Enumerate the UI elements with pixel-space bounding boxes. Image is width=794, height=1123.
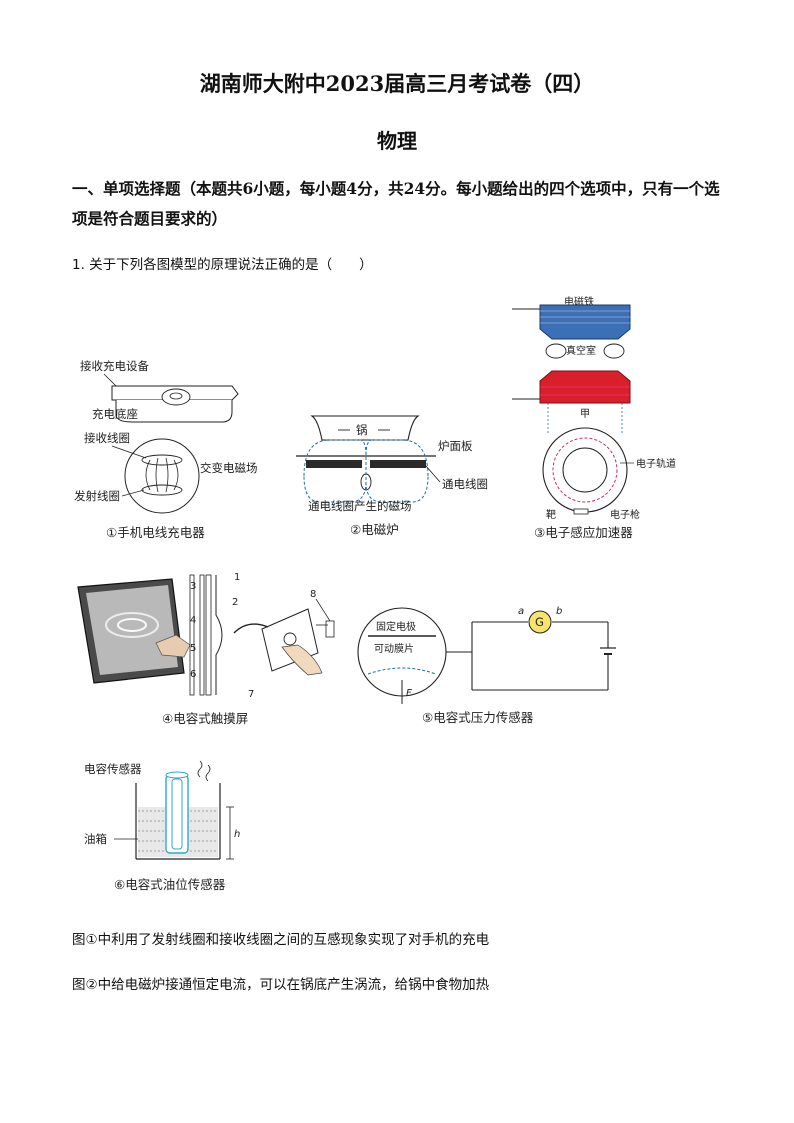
label-target: 靶 (546, 508, 556, 521)
label-ac-field: 交变电磁场 (200, 461, 258, 475)
label-num-7: 7 (248, 689, 254, 700)
label-electron-orbit: 电子轨道 (636, 457, 676, 470)
figure-induction-cooker: 锅 炉面板 通电线圈 通电线圈产生的磁场 ②电磁炉 (296, 415, 488, 537)
label-capacitance-sensor: 电容传感器 (84, 762, 142, 776)
label-coil-field: 通电线圈产生的磁场 (308, 499, 412, 513)
figure-oil-level-sensor: 电容传感器 油箱 h ⑥电容式油位传感器 (84, 760, 240, 892)
caption-betatron: ③电子感应加速器 (534, 525, 633, 540)
caption-oil-level-sensor: ⑥电容式油位传感器 (114, 877, 226, 892)
label-fixed-electrode: 固定电极 (376, 620, 416, 633)
label-galvanometer: G (535, 615, 544, 629)
label-a: a (518, 606, 524, 617)
label-num-3: 3 (190, 581, 196, 592)
label-receive-coil: 接收线圈 (84, 431, 130, 445)
section-heading: 一、单项选择题（本题共6小题，每小题4分，共24分。每小题给出的四个选项中，只有… (72, 179, 720, 228)
label-jia: 甲 (580, 409, 590, 420)
label-movable-diaphragm: 可动膜片 (374, 642, 414, 655)
label-receive-device: 接收充电设备 (80, 359, 149, 373)
option-a: 图①中利用了发射线圈和接收线圈之间的互感现象实现了对手机的充电 (72, 932, 490, 948)
figure-pressure-sensor: 固定电极 可动膜片 F G a b ⑤电容式压力传感器 (357, 606, 616, 725)
label-pot: 锅 (356, 423, 368, 437)
caption-pressure-sensor: ⑤电容式压力传感器 (422, 710, 534, 725)
caption-touch-screen: ④电容式触摸屏 (162, 711, 248, 726)
caption-charger: ①手机电线充电器 (106, 525, 205, 540)
label-energized-coil: 通电线圈 (442, 477, 488, 491)
figure-touch-screen: 1 2 3 4 5 6 7 8 ④电容式触摸屏 (77, 572, 335, 726)
page-title: 湖南师大附中2023届高三月考试卷（四） (199, 71, 595, 96)
label-charge-base: 充电底座 (92, 407, 138, 421)
figure-charger: 接收充电设备 充电底座 接收线圈 交变电磁场 发射线圈 ①手机电线充电器 (74, 359, 258, 540)
caption-induction-cooker: ②电磁炉 (350, 522, 399, 537)
label-electron-gun: 电子枪 (610, 508, 640, 521)
option-b: 图②中给电磁炉接通恒定电流，可以在锅底产生涡流，给锅中食物加热 (72, 977, 490, 993)
label-num-1: 1 (234, 572, 240, 583)
question-stem: 1. 关于下列各图模型的原理说法正确的是（ ） (72, 257, 373, 273)
label-num-5: 5 (190, 643, 196, 654)
label-num-8: 8 (310, 589, 316, 600)
label-b: b (556, 606, 562, 617)
label-h: h (234, 829, 240, 840)
label-transmit-coil: 发射线圈 (74, 489, 120, 503)
label-force-f: F (406, 688, 412, 699)
figure-betatron: 电磁铁 真空室 甲 电子轨道 靶 电子枪 ③电子感应加速器 (512, 295, 676, 540)
label-vacuum-chamber: 真空室 (566, 344, 596, 357)
label-num-4: 4 (190, 615, 196, 626)
label-oil-tank: 油箱 (84, 832, 107, 846)
label-stove-panel: 炉面板 (438, 439, 473, 453)
label-num-2: 2 (232, 597, 238, 608)
label-num-6: 6 (190, 669, 196, 680)
subject-title: 物理 (377, 129, 417, 153)
